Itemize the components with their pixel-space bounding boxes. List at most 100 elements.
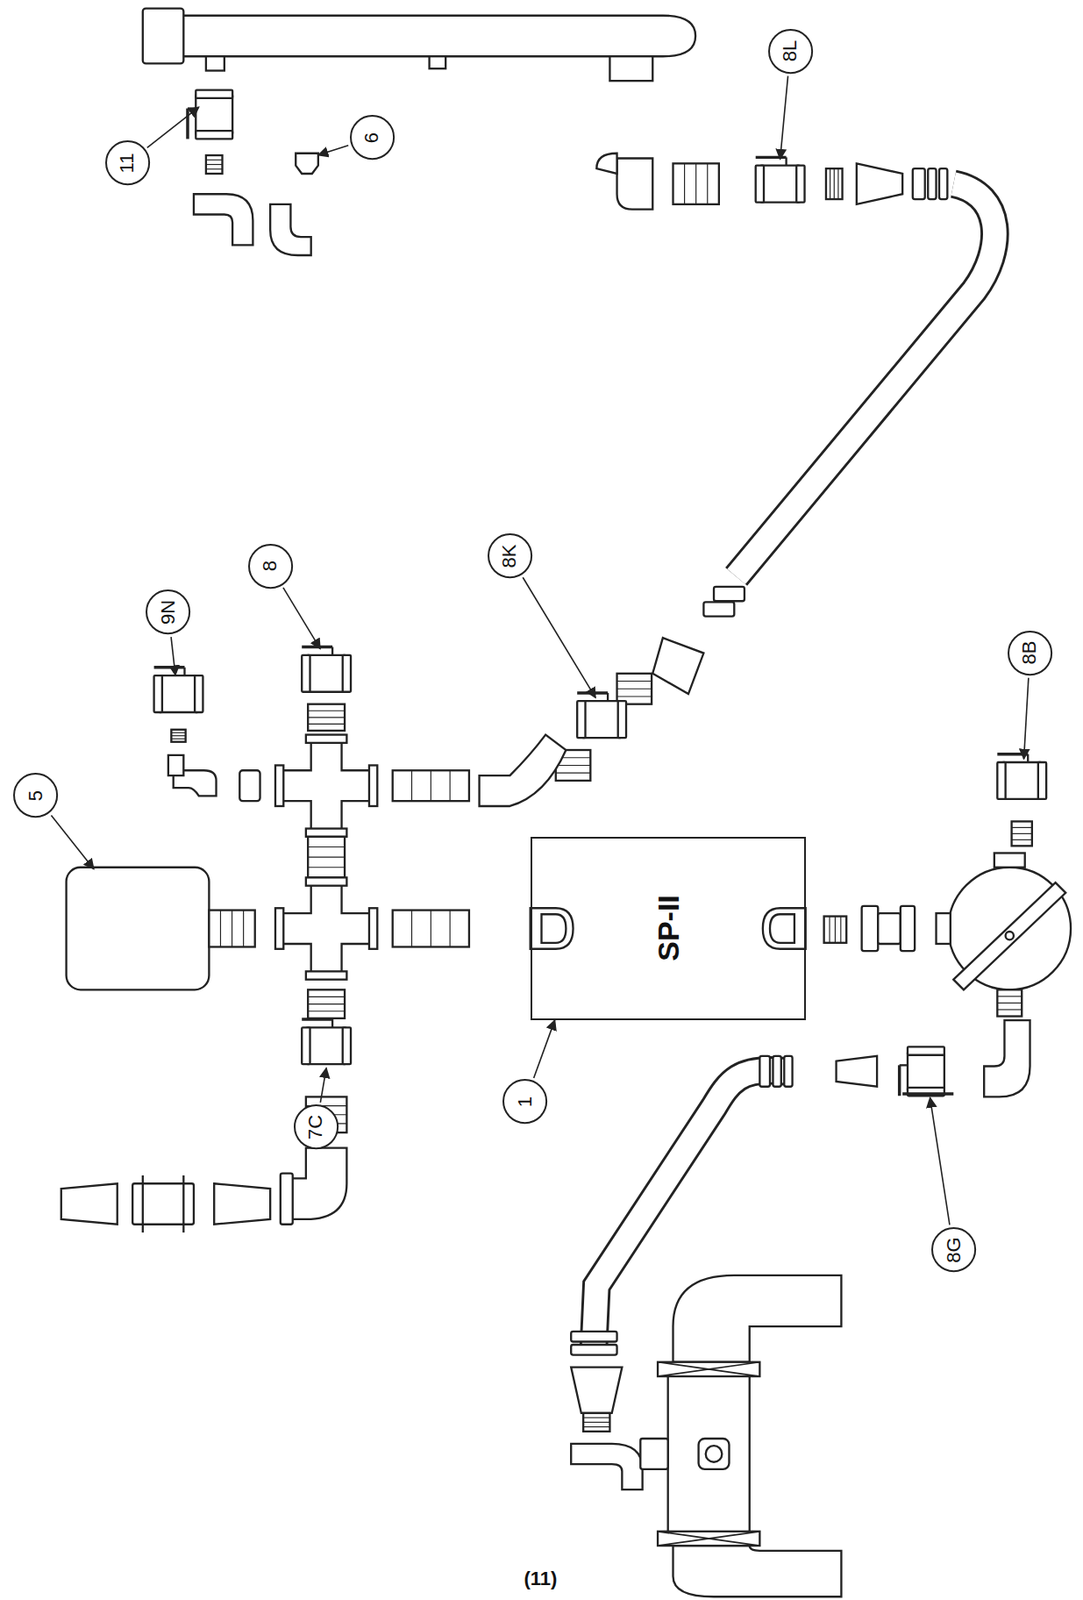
fitting-detail [154,665,186,669]
fitting-detail [617,688,653,690]
callout-outline [488,534,532,578]
fitting-detail [307,996,345,998]
callout-label: 8 [260,560,280,571]
pipe-fitting [713,586,745,601]
callout-label: 6 [362,132,382,143]
fitting-detail [755,156,787,159]
pipe-fitting [836,1055,878,1087]
pipe-fitting [936,912,951,944]
fitting-detail [307,856,345,858]
pipe-fitting [668,1371,750,1535]
figure-caption: (11) [523,1567,557,1590]
fitting-detail [837,168,839,200]
fitting-detail [307,723,345,725]
callout-outline [249,544,293,588]
callout-number: 8G [931,1226,977,1272]
pipe-fitting [583,1412,610,1432]
pipe-fitting [270,204,312,256]
fitting-detail [706,163,708,205]
fitting-detail [784,156,787,165]
fitting-detail [220,910,221,948]
callout-outline [932,1227,976,1271]
pipe-fitting [953,882,1066,990]
pipe-fitting [762,907,806,949]
ball-valve-pin [1005,931,1014,940]
pipe-fitting [983,1019,1030,1097]
fitting-detail [171,734,186,736]
filter-housing [66,867,210,991]
pipe-fitting [673,1545,842,1596]
fitting-detail [301,645,333,649]
callout-outline [294,1104,338,1148]
pipe-fitting [301,1026,310,1064]
pipe-fitting [673,163,720,205]
fitting-detail [997,1002,1022,1004]
pipe-fitting [392,910,470,948]
pipe-fitting [570,1331,617,1342]
pipe-fitting [997,762,1005,799]
fitting-detail [411,769,413,801]
pipe-fitting [755,165,764,203]
callout-outline [769,29,813,73]
pipe-fitting [195,90,233,99]
callout-label: 1 [515,1096,535,1107]
pipe-fitting [171,729,186,742]
fitting-detail [430,910,432,948]
pipe-fitting [206,56,225,71]
callout-number: 5 [13,772,58,818]
pipe-fitting [307,989,345,1019]
fitting-detail [657,1531,760,1546]
pipe-fitting [617,158,654,210]
pipe-fitting [657,1361,760,1376]
fitting-detail [411,910,413,948]
fitting-detail [1026,754,1029,763]
pipe-fitting [912,168,926,200]
fitting-detail [695,163,697,205]
callout-number: 1 [502,1078,548,1124]
pipe-fitting [530,907,574,949]
pipe-fitting [939,168,948,200]
fitting-detail [206,159,223,161]
leader-line [318,145,349,156]
fitting-detail [242,910,244,948]
fitting-detail [307,846,345,848]
pipe-fitting [1038,762,1047,799]
pipe-fitting [997,989,1022,1016]
fitting-detail [657,1361,760,1376]
hose [736,184,996,578]
pipe-fitting [168,755,184,776]
fitting-detail [997,995,1022,997]
pipe-fitting [280,1173,293,1225]
callout-label: 8K [499,543,520,568]
pipe-fitting [927,168,936,200]
callout-number: 8 [248,543,293,589]
pipe-fitting [824,916,848,943]
fitting-detail [583,1421,610,1423]
pipe-fitting [769,913,795,943]
pipe-fitting [772,1055,781,1087]
fitting-detail [834,916,836,943]
fitting-detail [183,667,186,676]
pipe-fitting [306,970,348,979]
pipe-fitting [862,905,879,951]
fitting-detail [684,163,685,205]
pipe-fitting [796,165,805,203]
pipe-fitting [154,675,163,713]
pipe-fitting [759,1055,770,1087]
pipe-fitting [295,153,319,174]
fitting-detail [307,1003,345,1005]
fitting-detail [187,106,196,109]
pipe-fitting [703,601,734,616]
callout-label: 8L [780,40,800,62]
pipe-fitting [907,1046,945,1055]
pipe-fitting [307,704,345,731]
pipe-fitting [698,1438,730,1469]
pipe-fitting [783,1055,792,1087]
fitting-detail [171,738,186,740]
fitting-detail [899,1063,908,1066]
pipe-fitting [280,739,373,832]
fitting-detail [331,647,334,656]
